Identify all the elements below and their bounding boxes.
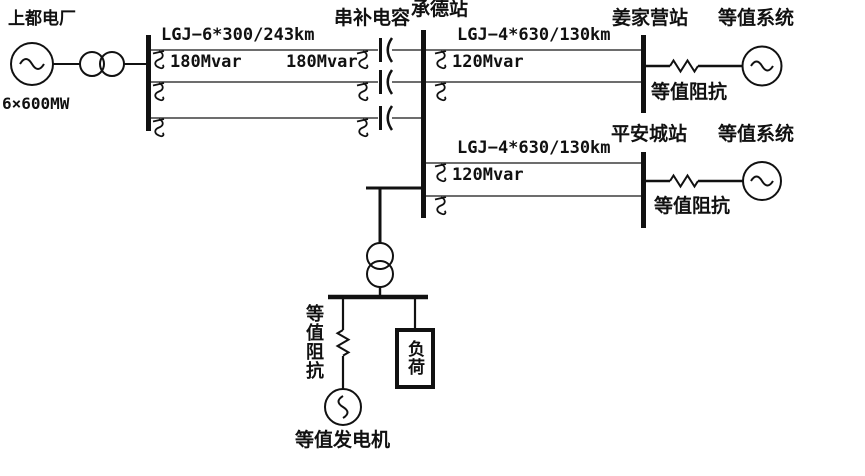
equiv-system-top-label: 等值系统 bbox=[718, 8, 795, 29]
series-capacitor-label: 串补电容 bbox=[334, 8, 411, 29]
load-branch bbox=[395, 299, 435, 389]
circuits-chengde-pingancheng bbox=[426, 162, 641, 197]
pingancheng-equivalent-branch bbox=[646, 161, 782, 201]
equiv-system-generator-icon bbox=[742, 161, 782, 201]
circuits-chengde-jiangjiaying bbox=[426, 49, 641, 83]
jiangjiaying-equivalent-branch bbox=[646, 45, 783, 87]
reactor-label-180mvar-left: 180Mvar bbox=[170, 52, 242, 72]
equiv-generator-icon bbox=[324, 388, 362, 426]
shangdu-transformer-icon bbox=[79, 51, 125, 77]
circuits-shangdu-chengde bbox=[151, 49, 423, 119]
reactor-label-120mvar-bottom: 120Mvar bbox=[452, 165, 524, 185]
chengde-transformer-icon bbox=[366, 242, 394, 288]
chengde-station-label: 承德站 bbox=[411, 0, 469, 20]
equiv-generator-branch bbox=[324, 299, 362, 426]
equiv-system-generator-icon bbox=[741, 45, 783, 87]
equiv-impedance-bottom-label: 等值阻抗 bbox=[654, 196, 731, 217]
stub-wire bbox=[366, 186, 424, 243]
shangdu-generator-icon bbox=[10, 42, 54, 86]
line-label-chengde-pingancheng: LGJ−4*630/130km bbox=[457, 138, 611, 158]
shangdu-plant-label: 上都电厂 bbox=[8, 9, 76, 28]
reactor-label-180mvar-mid: 180Mvar bbox=[286, 52, 358, 72]
load-label: 负荷 bbox=[405, 340, 424, 376]
equiv-impedance-icon bbox=[669, 174, 699, 188]
equiv-impedance-vertical-icon bbox=[335, 329, 351, 357]
line-label-shangdu-chengde: LGJ−6*300/243km bbox=[161, 25, 315, 45]
jiangjiaying-station-label: 姜家营站 bbox=[612, 8, 689, 29]
reactor-label-120mvar-top: 120Mvar bbox=[452, 52, 524, 72]
shunt-reactor-icons bbox=[152, 50, 447, 216]
equiv-system-bottom-label: 等值系统 bbox=[718, 124, 795, 145]
pingancheng-station-label: 平安城站 bbox=[611, 124, 688, 145]
equiv-impedance-left-label: 等值阻抗 bbox=[304, 304, 324, 380]
equiv-impedance-top-label: 等值阻抗 bbox=[651, 82, 728, 103]
series-capacitor-icon bbox=[379, 37, 394, 131]
shangdu-capacity-label: 6×600MW bbox=[2, 94, 70, 113]
equiv-impedance-icon bbox=[669, 59, 699, 73]
equiv-generator-label: 等值发电机 bbox=[295, 430, 391, 451]
load-box bbox=[395, 328, 435, 389]
line-label-chengde-jiangjiaying: LGJ−4*630/130km bbox=[457, 25, 611, 45]
